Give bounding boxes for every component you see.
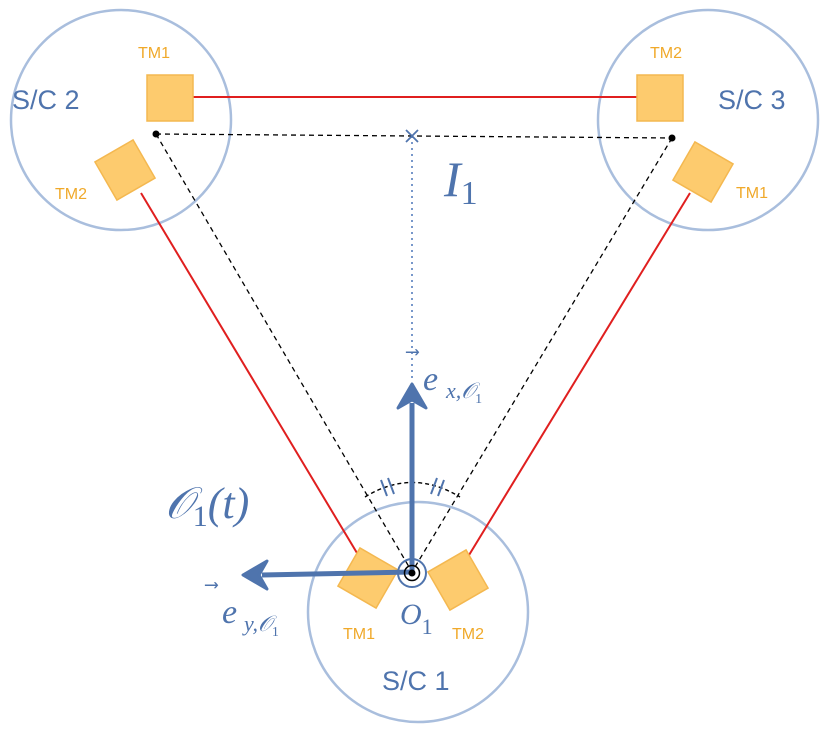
origin-dot bbox=[408, 569, 416, 577]
equal-angle-tick-left bbox=[380, 477, 395, 497]
midpoint-cross bbox=[405, 129, 419, 143]
origin-inner-ring bbox=[403, 564, 421, 582]
ey-axis-label: e ⃗ y,𝒪1 bbox=[204, 582, 279, 640]
svg-text:⃗: ⃗ bbox=[204, 582, 219, 589]
spacecraft-circle-3 bbox=[596, 8, 820, 232]
test-mass-sc2-tm1 bbox=[146, 74, 194, 122]
laser-link-3-1 bbox=[465, 192, 691, 561]
tm-label-sc1-tm2: TM2 bbox=[452, 626, 484, 643]
tm-label-sc3-tm2: TM2 bbox=[650, 45, 682, 62]
tm-label-sc1-tm1: TM1 bbox=[343, 626, 375, 643]
dashed-line-3-1 bbox=[411, 137, 673, 573]
tm-label-sc2-tm2: TM2 bbox=[55, 186, 87, 203]
origin-label: O1 bbox=[400, 598, 433, 639]
frame-label: 𝒪1(t) bbox=[165, 479, 249, 533]
test-mass-sc3-tm1 bbox=[671, 140, 735, 204]
spacecraft-circle-2 bbox=[9, 8, 233, 232]
spacecraft-label-2: S/C 2 bbox=[12, 85, 80, 115]
test-mass-sc2-tm2 bbox=[93, 138, 157, 202]
equal-angle-tick-right bbox=[430, 477, 445, 497]
laser-link-2-1 bbox=[140, 192, 361, 559]
tm-label-sc3-tm1: TM1 bbox=[736, 185, 768, 202]
svg-text:e: e bbox=[423, 361, 438, 398]
ex-axis-arrowhead bbox=[396, 382, 428, 410]
svg-text:e: e bbox=[222, 594, 237, 631]
vertex-dot-3 bbox=[668, 134, 676, 142]
test-mass-sc1-tm1 bbox=[336, 546, 400, 610]
svg-text:y,𝒪1: y,𝒪1 bbox=[242, 611, 279, 640]
dashed-line-2-1 bbox=[155, 133, 413, 573]
test-mass-sc1-tm2 bbox=[426, 548, 490, 612]
test-mass-sc3-tm2 bbox=[636, 74, 684, 122]
vertex-dot-2 bbox=[152, 130, 160, 138]
spacecraft-label-1: S/C 1 bbox=[382, 666, 450, 696]
origin-ring bbox=[397, 558, 427, 588]
tm-label-sc2-tm1: TM1 bbox=[138, 45, 170, 62]
svg-text:x,𝒪1: x,𝒪1 bbox=[445, 378, 482, 407]
spacecraft-circle-1 bbox=[306, 500, 530, 724]
ey-axis-arrowhead bbox=[241, 559, 269, 591]
ey-axis-arrow-shaft bbox=[261, 569, 413, 578]
midpoint-label: I1 bbox=[443, 151, 478, 212]
spacecraft-label-3: S/C 3 bbox=[718, 85, 786, 115]
